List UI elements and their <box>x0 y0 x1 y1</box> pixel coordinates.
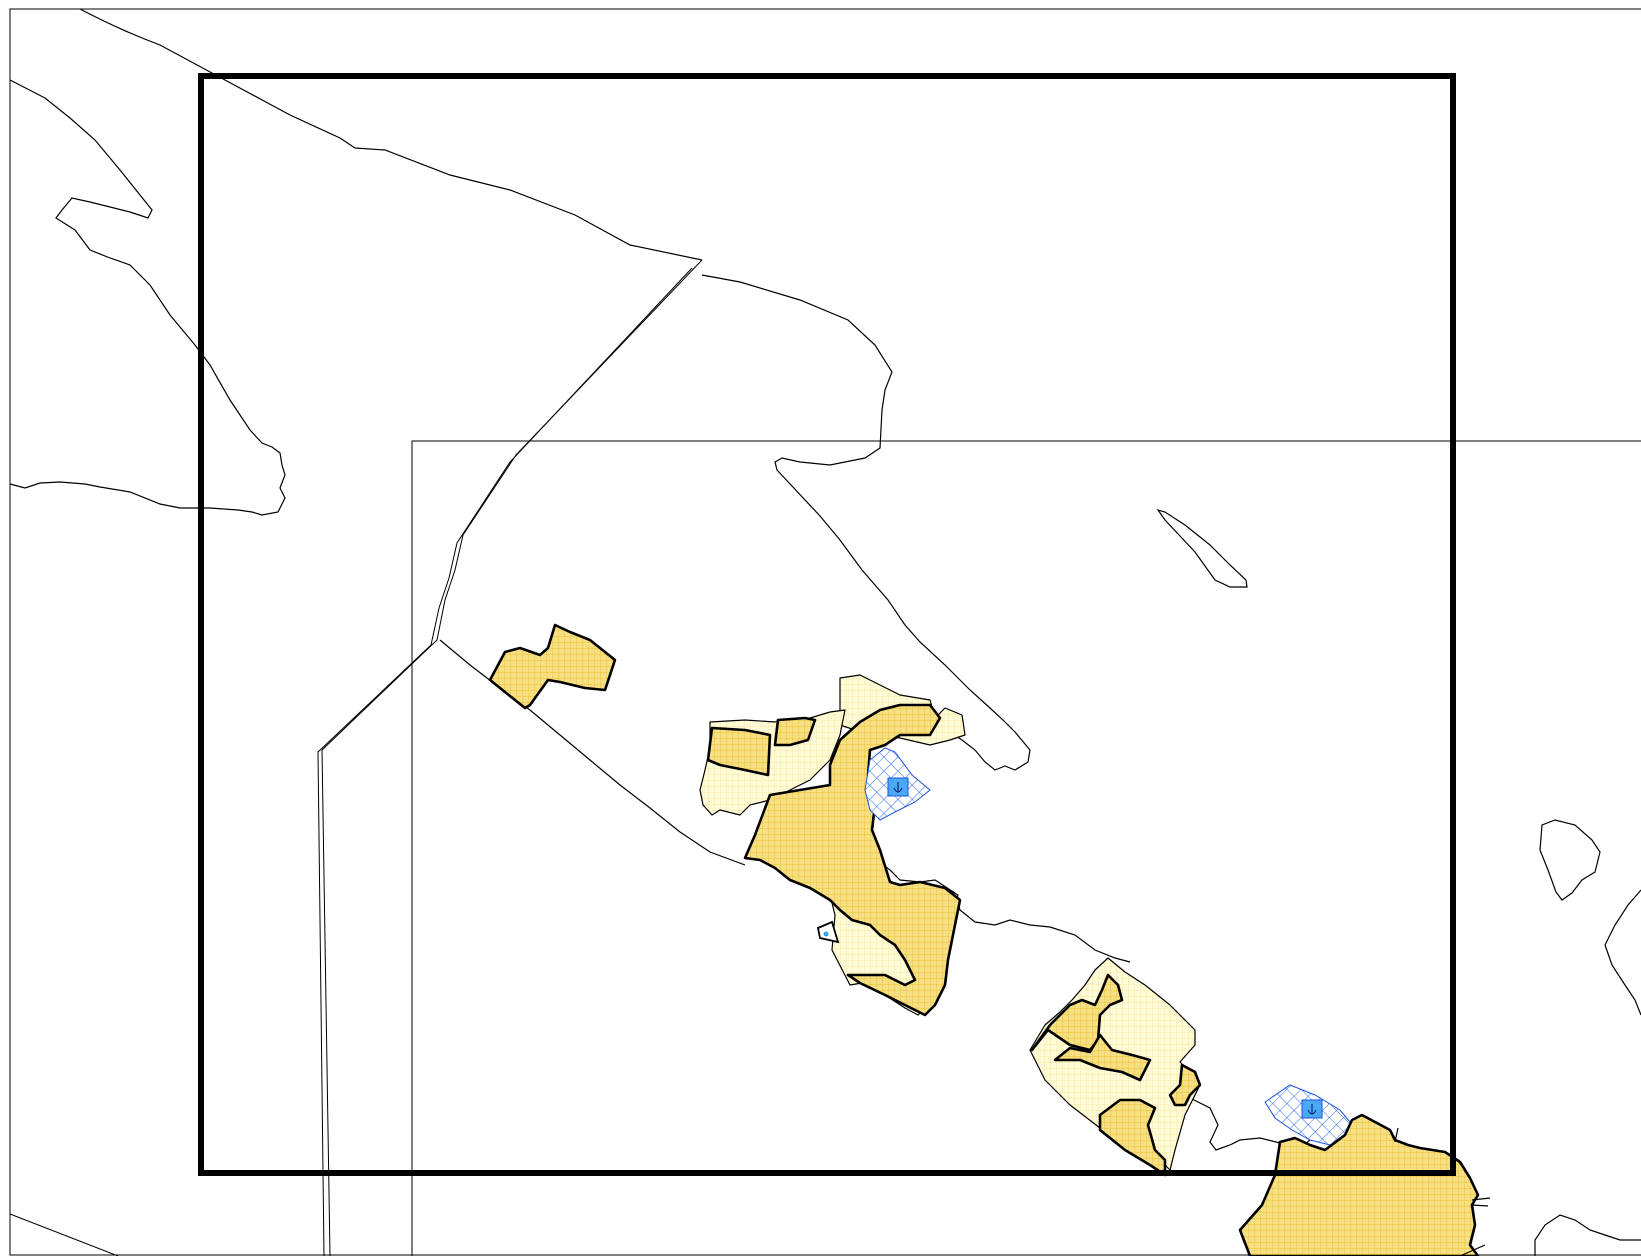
zone-west-isolated <box>488 623 617 710</box>
boundary-line-sw <box>9 1213 119 1256</box>
channel-line-west-inner <box>317 267 693 1256</box>
anchor-icon[interactable] <box>1301 1099 1323 1119</box>
zone-centre-main <box>743 703 962 1017</box>
pier-east <box>1394 1127 1491 1256</box>
coastline-peninsula <box>701 274 1031 771</box>
zone-se-dark-4 <box>1168 1063 1202 1107</box>
coastline-southeast <box>1534 1214 1641 1256</box>
selection-frame[interactable] <box>198 73 1456 1176</box>
zone-se-dark-2 <box>1053 1033 1152 1082</box>
zone-south-port <box>1238 1113 1480 1256</box>
chart-limit-line <box>411 440 1641 1256</box>
map-border <box>9 8 1641 1256</box>
island-north <box>1156 508 1248 588</box>
island-east <box>1539 819 1601 901</box>
coastline-east <box>1604 889 1641 1016</box>
channel-line-west <box>321 259 703 1256</box>
zone-centre-small-2 <box>773 716 817 747</box>
coastline-north <box>79 8 703 261</box>
anchor-icon[interactable] <box>887 777 909 797</box>
zone-centre-small-1 <box>706 726 772 777</box>
coastline-harbour <box>869 849 1131 963</box>
zone-se-dark-3 <box>1098 1098 1167 1177</box>
coastline-west-inlet <box>9 79 286 516</box>
buoy-icon[interactable] <box>816 920 840 944</box>
zone-se-dark-1 <box>1030 973 1124 1052</box>
